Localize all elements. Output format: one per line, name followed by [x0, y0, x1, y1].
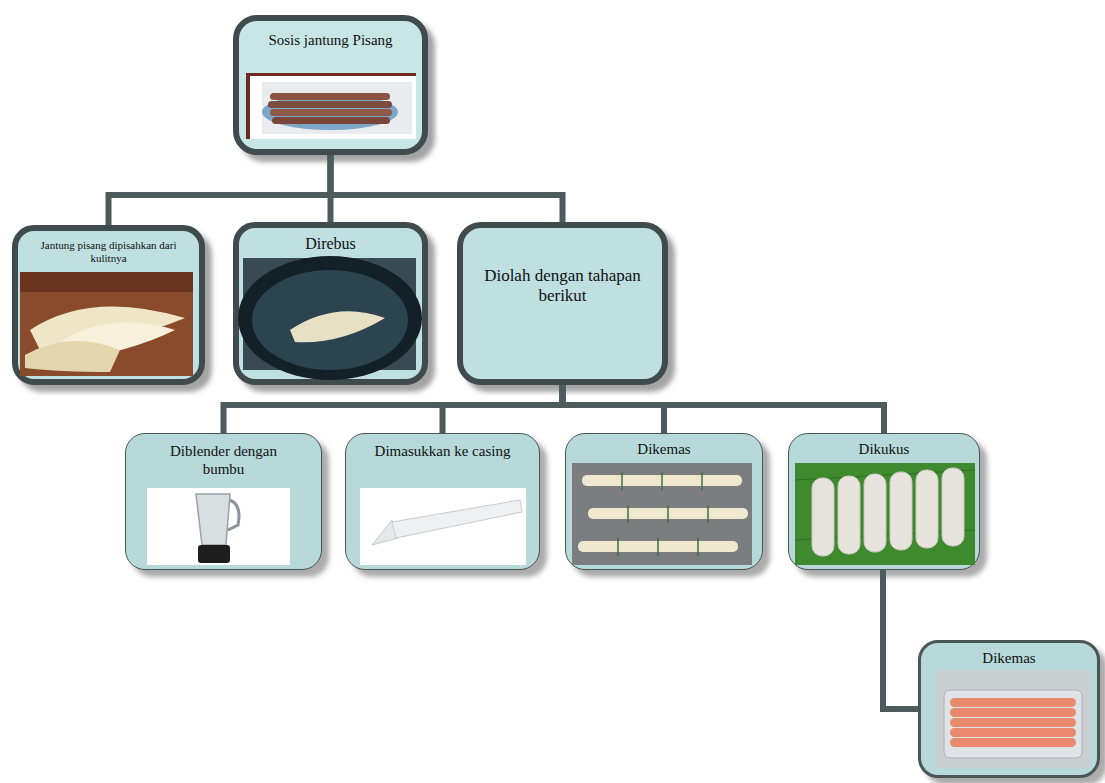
tree-connector: [883, 570, 918, 709]
connector-line: [563, 385, 665, 433]
step-label: Jantung pisang dipisahkan dari kulitnya: [34, 239, 184, 265]
connector-line: [331, 155, 563, 222]
step-label: Dimasukkan ke casing: [368, 442, 518, 460]
tree-connector: [443, 385, 563, 433]
connector-line: [443, 385, 563, 433]
photo-boiling-pot: [238, 256, 422, 380]
tree-connector: [563, 385, 885, 433]
step-label: Dikemas: [934, 649, 1084, 667]
process-box: Diblender dengan bumbu: [125, 433, 322, 570]
connector-line: [224, 385, 563, 433]
photo-blender: [147, 488, 290, 565]
step-label: Diolah dengan tahapan berikut: [480, 266, 645, 307]
tree-connector: [563, 385, 665, 433]
step-label: Sosis jantung Pisang: [256, 31, 406, 49]
process-box: Direbus: [233, 222, 428, 385]
process-box: Jantung pisang dipisahkan dari kulitnya: [12, 225, 205, 385]
photo-funnel: [360, 488, 526, 565]
step-label: Dikemas: [589, 440, 739, 458]
process-box: Dikemas: [565, 433, 763, 570]
process-box: Diolah dengan tahapan berikut: [457, 222, 668, 385]
photo-packed-sausages: [935, 670, 1090, 768]
photo-banana-heart: [20, 272, 193, 376]
connector-line: [109, 155, 331, 225]
connector-line: [883, 570, 918, 709]
process-box: Dimasukkan ke casing: [345, 433, 540, 570]
photo-sausages: [246, 73, 416, 139]
step-label: Direbus: [246, 234, 416, 253]
tree-connector: [224, 385, 563, 433]
process-box: Dikemas: [918, 640, 1100, 778]
photo-linked-sausages: [572, 463, 752, 565]
process-box: Sosis jantung Pisang: [233, 15, 428, 155]
step-label: Diblender dengan bumbu: [149, 442, 299, 478]
step-label: Dikukus: [809, 440, 959, 458]
tree-connector: [109, 155, 331, 225]
photo-steamed-sausages: [795, 463, 975, 565]
connector-line: [563, 385, 885, 433]
tree-connector: [331, 155, 563, 222]
process-box: Dikukus: [788, 433, 980, 570]
